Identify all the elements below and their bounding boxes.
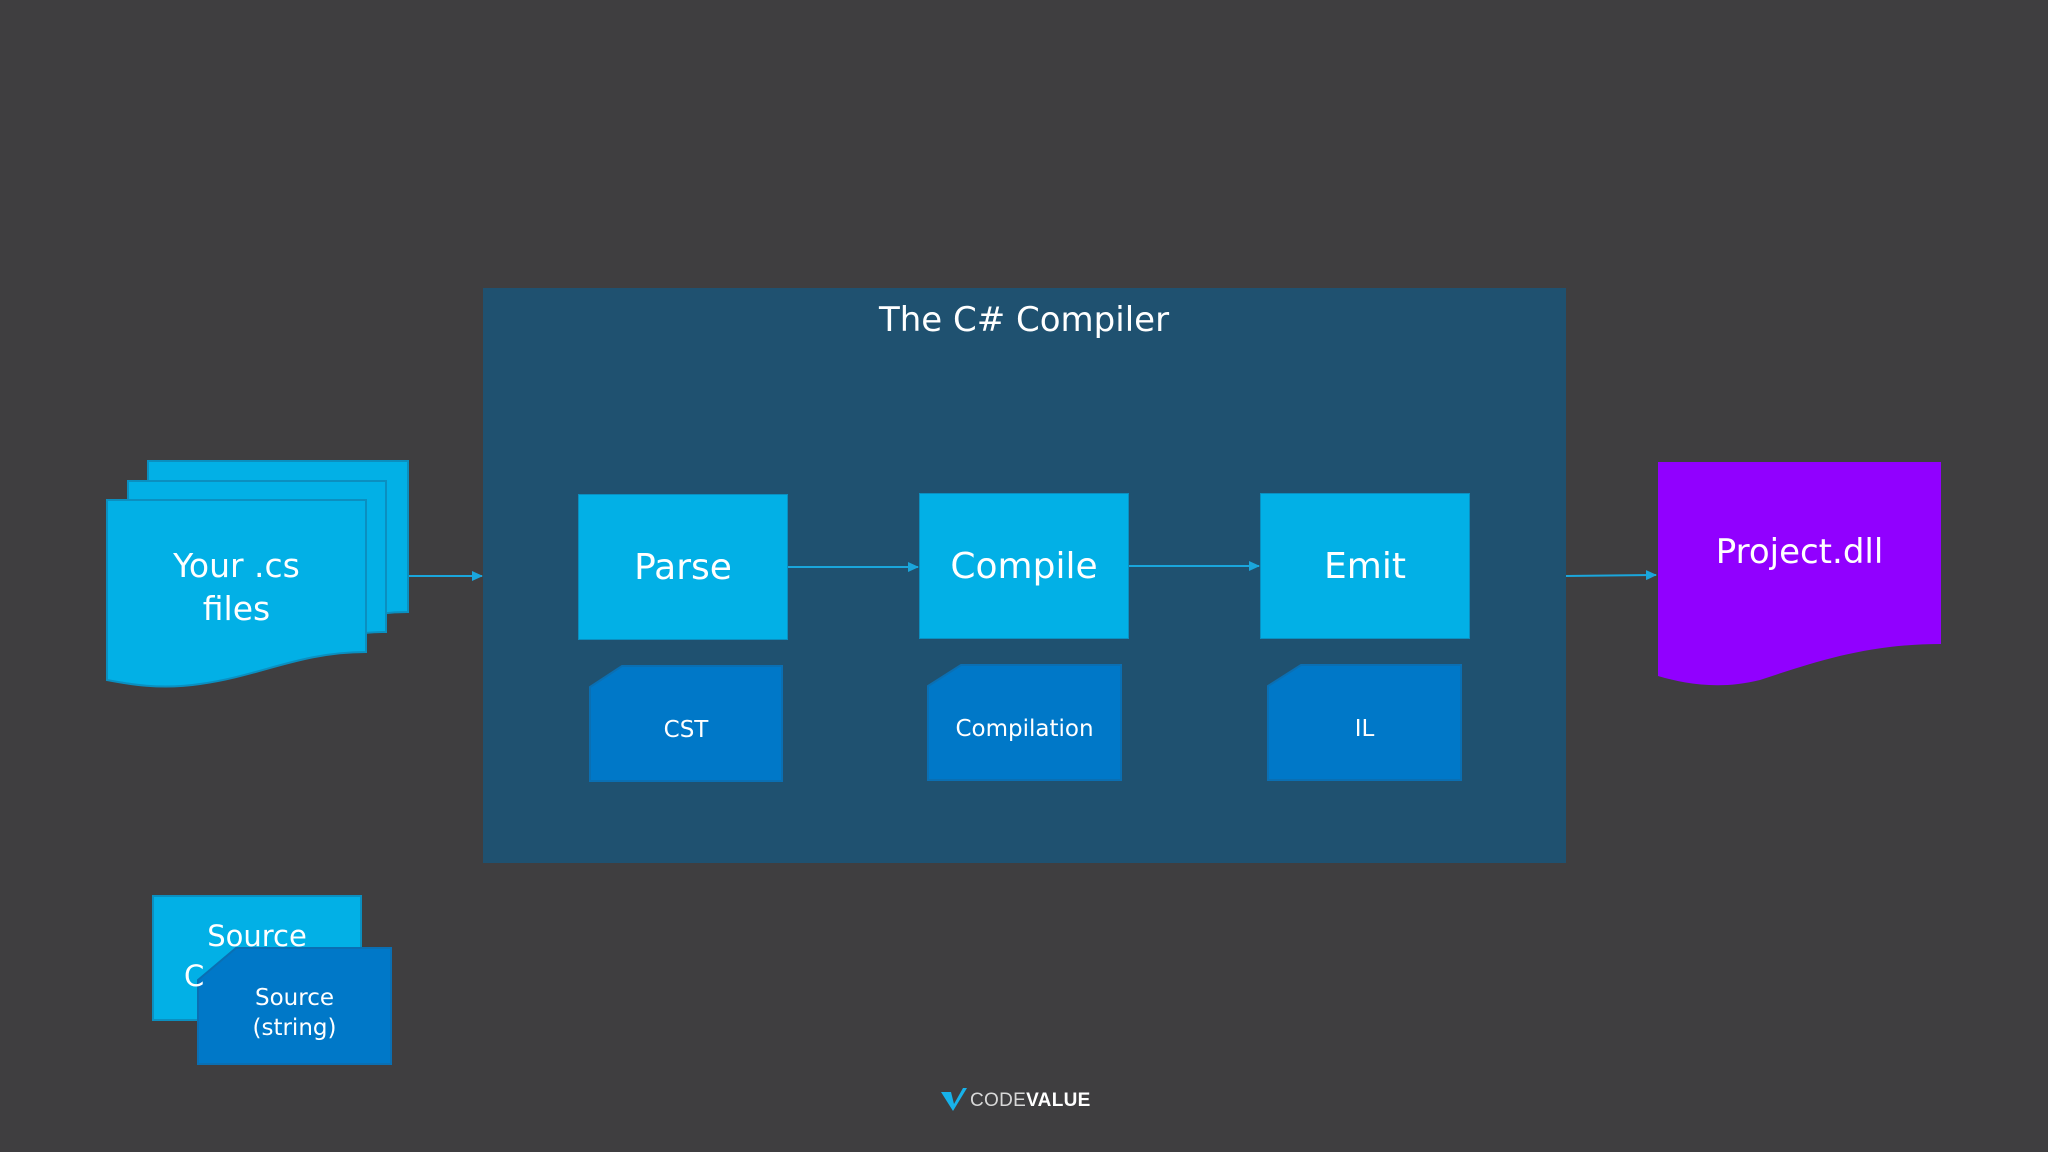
source-card-back-label: Source <box>207 919 307 953</box>
logo-suffix: VALUE <box>1026 1090 1091 1111</box>
stage-compile-label: Compile <box>950 545 1098 587</box>
cs-file-doc-front <box>106 499 367 688</box>
codevalue-logo-chevron-icon <box>941 1088 967 1111</box>
cs-files-label: Your .cs files <box>107 545 366 631</box>
stage-compile: Compile <box>920 494 1128 638</box>
artifact-compilation-label: Compilation <box>955 716 1094 742</box>
project-dll-label: Project.dll <box>1715 532 1884 572</box>
source-card-front-label: Source (string) <box>198 984 391 1044</box>
cs-files-label-line2: files <box>202 588 271 628</box>
artifact-card-compilation <box>927 664 1122 781</box>
cs-files-label-line1: Your .cs <box>173 546 300 585</box>
artifact-cst-label: CST <box>663 717 709 743</box>
source-card-front-line2: (string) <box>252 1014 337 1041</box>
project-dll-document <box>1658 462 1941 686</box>
stage-parse: Parse <box>579 495 787 639</box>
artifact-card-il <box>1267 664 1462 781</box>
source-card-front <box>197 947 392 1065</box>
compiler-title: The C# Compiler <box>878 300 1170 340</box>
arrow-compiler-to-dll <box>1565 570 1657 581</box>
source-card-front-line1: Source <box>255 985 334 1011</box>
stage-emit-label: Emit <box>1324 545 1406 587</box>
stage-parse-label: Parse <box>634 546 732 588</box>
logo-prefix: CODE <box>970 1090 1027 1111</box>
stage-emit: Emit <box>1261 494 1469 638</box>
cs-files-document-stack <box>106 460 409 688</box>
source-card-back-fragment: C <box>184 959 205 993</box>
codevalue-logo: CODEVALUE <box>940 1086 1091 1116</box>
artifact-card-cst <box>589 665 783 782</box>
artifact-il-label: IL <box>1354 716 1375 742</box>
codevalue-logo-text: CODEVALUE <box>970 1090 1091 1112</box>
